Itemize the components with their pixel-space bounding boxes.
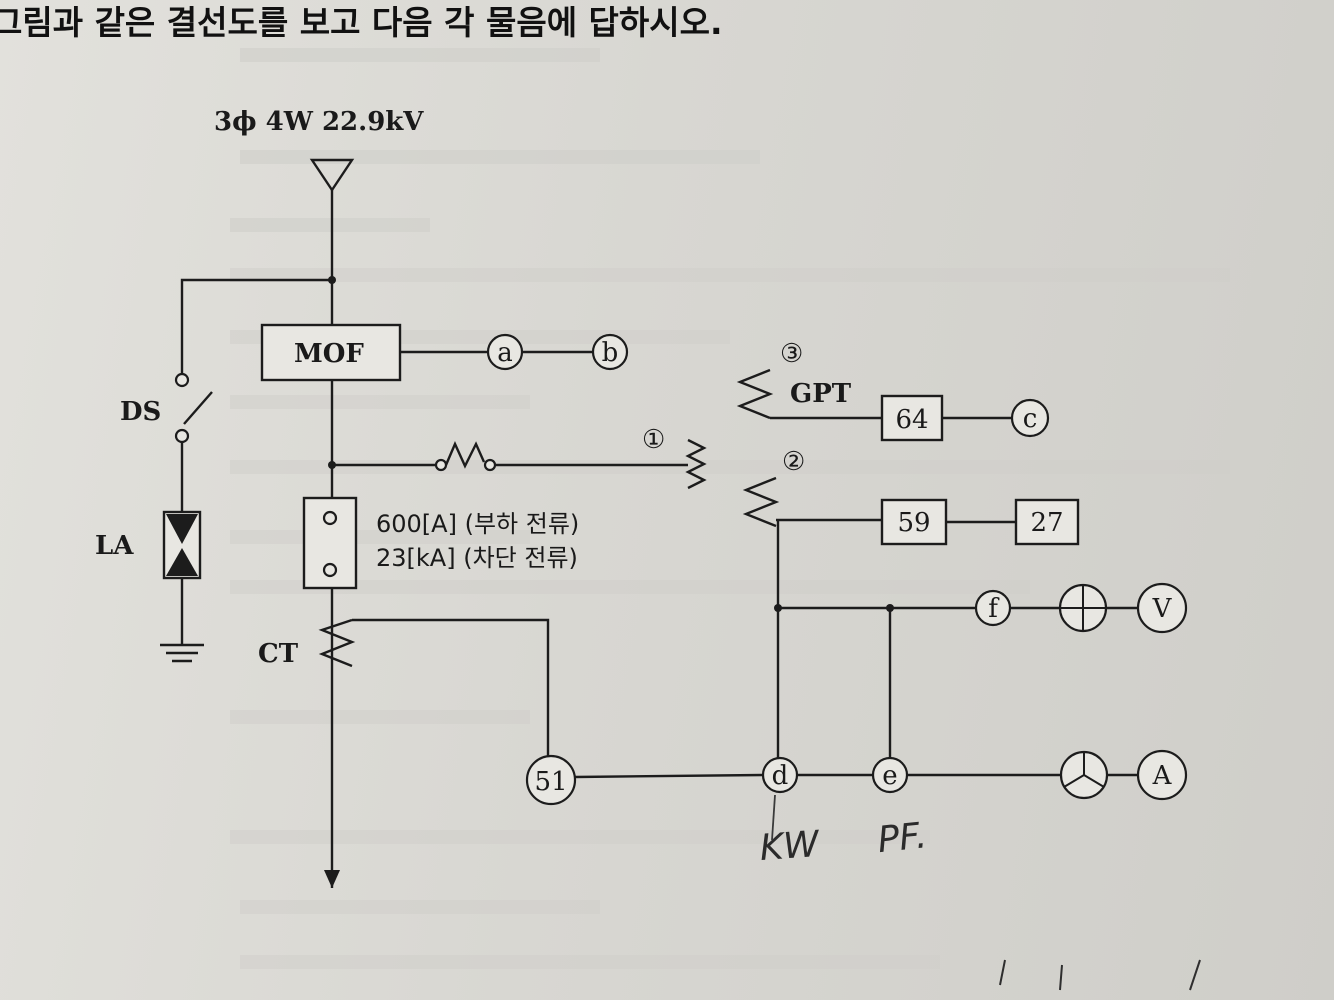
ds-label: DS [120,397,161,427]
pt-fuse-contact [434,458,448,472]
ground-icon [160,643,204,663]
svg-text:e: e [882,761,897,791]
svg-text:c: c [1023,404,1038,434]
svg-text:27: 27 [1030,508,1063,538]
rating-load-current: 600[A] (부하 전류) [376,510,579,538]
svg-text:V: V [1152,594,1173,624]
pencil-stroke [771,794,776,841]
gpt-label: GPT [790,379,852,409]
relay-59 [880,498,948,546]
relay-27 [1014,498,1080,546]
rating-breaking-current: 23[kA] (차단 전류) [376,544,578,572]
ds-top-contact [174,372,190,388]
mark-3: ③ [780,339,803,369]
svg-text:A: A [1152,761,1173,791]
ds-branch-wire [180,278,332,373]
svg-text:59: 59 [897,508,930,538]
mark-1: ① [642,425,665,455]
cb-contact-bottom [322,562,338,578]
handwritten-pf: PF. [876,815,929,861]
ct-label: CT [258,639,299,669]
ds-bottom-contact [174,428,190,444]
ds-blade-icon [183,391,213,425]
node-c [1010,398,1050,438]
voltmeter-v [1136,582,1188,634]
la-label: LA [95,531,134,561]
incoming-line-icon [309,158,355,193]
pt-secondary-coil-icon [742,476,780,528]
svg-text:d: d [772,761,789,791]
supply-label: 3ϕ 4W 22.9kV [214,107,424,137]
relay-51 [525,754,577,806]
svg-text:51: 51 [534,767,567,797]
handwritten-kw: KW [758,824,821,869]
ammeter-a [1136,749,1188,801]
ct-secondary-wire [352,618,550,760]
svg-text:a: a [497,338,513,368]
svg-text:f: f [988,594,1000,624]
ct-coil-icon [318,618,356,668]
pt-primary-coil-icon [685,438,707,490]
svg-text:64: 64 [895,405,928,435]
cb-contact-top [322,510,338,526]
pt-fuse-icon [444,441,486,469]
svg-text:b: b [602,338,619,368]
question-text: 그림과 같은 결선도를 보고 다음 각 물음에 답하시오. [0,3,723,42]
background-bleed-through [230,48,1230,969]
node-b [591,333,629,371]
pencil-scribble [999,959,1201,991]
mark-2: ② [782,447,805,477]
load-arrow-icon [324,870,340,888]
la-arrester-icon [166,514,198,544]
mof-label: MOF [294,339,364,369]
gpt-coil-icon [736,368,774,420]
